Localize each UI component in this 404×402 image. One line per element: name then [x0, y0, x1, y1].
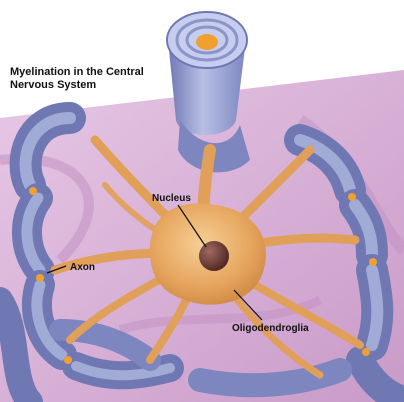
figure-title: Myelination in the Central Nervous Syste… — [10, 66, 160, 92]
nucleus-shape — [199, 241, 229, 271]
nucleus-label: Nucleus — [152, 193, 191, 204]
axon-label: Axon — [70, 262, 95, 273]
oligodendroglia-label: Oligodendroglia — [232, 323, 309, 334]
